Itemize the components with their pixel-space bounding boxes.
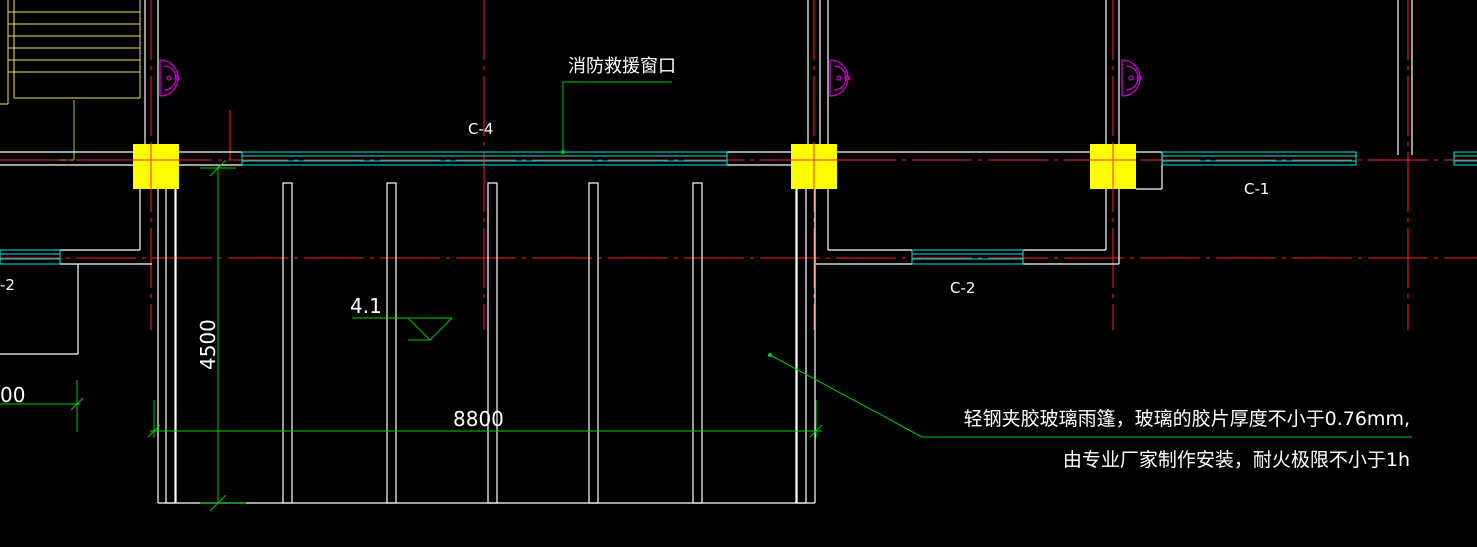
columns [133,144,1136,189]
dimension-label-horizontal: 8800 [453,407,504,431]
window-label-c2: C-2 [950,279,975,297]
window-label-c2-partial: -2 [0,276,15,294]
leader-dot [561,150,565,154]
window-label-c4: C-4 [468,120,493,138]
sink-fixtures [159,59,1142,97]
walls [0,0,1413,504]
canopy-note-line2: 由专业厂家制作安装，耐火极限不小于1h [1063,449,1410,471]
canopy-note-line1: 轻钢夹胶玻璃雨篷，玻璃的胶片厚度不小于0.76mm, [964,408,1410,430]
canopy-ribs [165,169,807,504]
dimension-label-vertical: 4500 [196,319,220,370]
elevation-label: 4.1 [350,294,382,318]
sink-icon [159,59,180,97]
dimension-lines [0,81,1412,512]
stair-hatch [0,0,141,161]
sink-icon [829,59,850,97]
leader-dot [768,353,772,357]
window-label-c1: C-1 [1244,180,1269,198]
dimension-label-partial: 00 [0,383,25,407]
sink-icon [1121,59,1142,97]
windows [0,151,1477,265]
fire-rescue-window-label: 消防救援窗口 [568,56,676,77]
